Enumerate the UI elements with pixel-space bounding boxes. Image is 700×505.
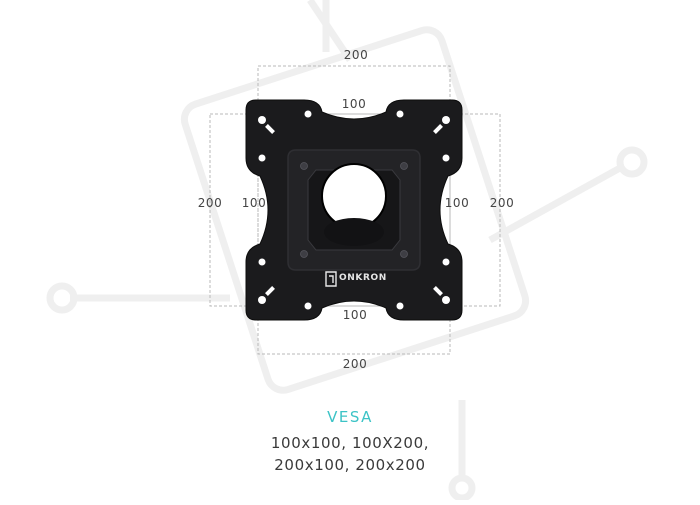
vesa-spec-line-1: 100x100, 100X200, — [270, 434, 430, 452]
dim-outer-right: 200 — [489, 196, 515, 210]
dim-outer-left: 200 — [197, 196, 223, 210]
onkron-logo-icon — [325, 271, 337, 287]
hole — [304, 110, 312, 118]
hole — [258, 154, 266, 162]
hole — [396, 110, 404, 118]
dim-outer-top: 200 — [343, 48, 369, 62]
hole — [396, 302, 404, 310]
dim-inner-top: 100 — [341, 97, 367, 111]
vesa-spec-line-2: 200x100, 200x200 — [274, 456, 426, 474]
dim-outer-bottom: 200 — [342, 357, 368, 371]
brand-label: ONKRON — [339, 273, 387, 283]
hole — [258, 258, 266, 266]
vesa-title: VESA — [327, 408, 373, 426]
hole — [442, 116, 450, 124]
guide-100x100 — [257, 113, 451, 307]
dimension-guides — [209, 65, 501, 355]
mounting-plate — [245, 99, 463, 321]
hole — [442, 258, 450, 266]
dim-inner-right: 100 — [444, 196, 470, 210]
hole — [258, 296, 266, 304]
hole — [442, 296, 450, 304]
mounting-holes — [258, 110, 450, 310]
watermark-logo — [46, 0, 648, 502]
hole — [258, 116, 266, 124]
hole — [304, 302, 312, 310]
dim-inner-bottom: 100 — [342, 308, 368, 322]
hole — [442, 154, 450, 162]
dim-inner-left: 100 — [241, 196, 267, 210]
